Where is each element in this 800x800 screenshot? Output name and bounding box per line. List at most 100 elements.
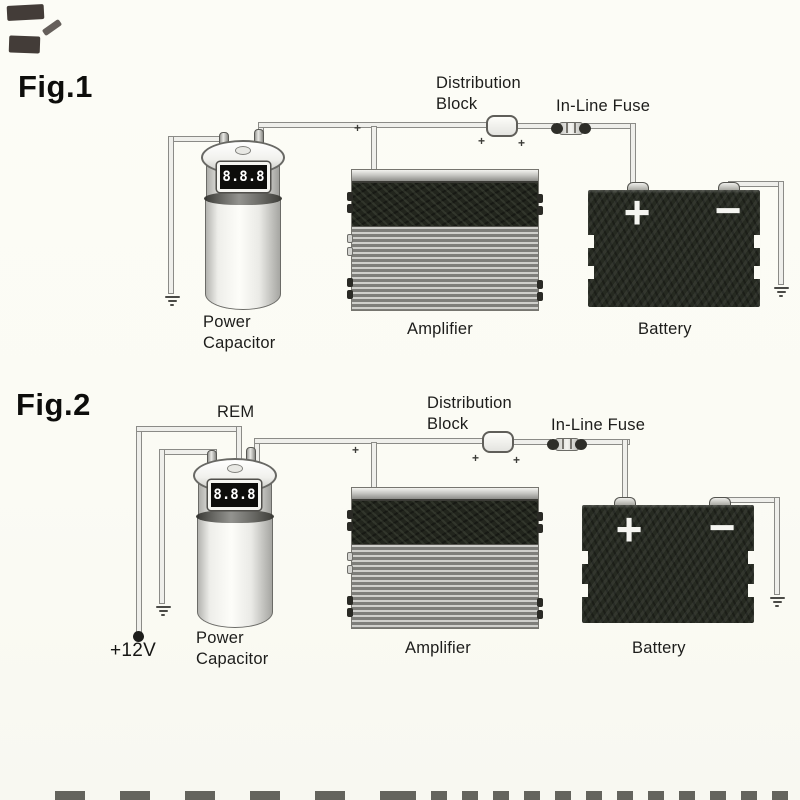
fig2-amplifier-label: Amplifier — [405, 639, 471, 657]
fuse-end-cap — [579, 123, 591, 134]
amp-connector-tab — [347, 565, 353, 574]
battery-notch — [581, 584, 588, 597]
battery-notch — [754, 235, 761, 248]
fig1-junction-polarity-mark: + — [354, 121, 362, 135]
fig2-battery-plus-symbol: + — [615, 503, 643, 555]
fig2-battery-positive-post — [614, 497, 636, 507]
fig2-capacitor-voltage-display: 8.8.8 — [208, 480, 261, 510]
fuse-tick — [566, 123, 568, 133]
fig1-inline-fuse — [551, 121, 591, 136]
amp-connector-tab — [537, 598, 543, 607]
fig1-battery — [587, 190, 761, 307]
amp-connector-tab — [347, 278, 353, 287]
fig2-amplifier-dark-panel — [352, 501, 538, 544]
figure1-title: Fig.1 — [18, 69, 93, 104]
fig1-distribution-block-label: Distribution Block — [436, 74, 521, 113]
fig1-battery-plus-symbol: + — [623, 186, 651, 238]
amp-connector-tab — [537, 512, 543, 521]
fig2-supply-terminal-dot — [133, 631, 144, 642]
battery-notch — [754, 266, 761, 279]
fig2-power-capacitor-label: Power Capacitor — [196, 629, 269, 668]
fig1-battery-negative-post — [718, 182, 740, 192]
fig2-capacitor-ground-wire-vertical — [159, 449, 165, 604]
fig1-amplifier-top-panel — [352, 170, 538, 183]
amp-connector-tab — [347, 596, 353, 605]
fig1-battery-minus-symbol: − — [714, 184, 742, 236]
fig1-power-capacitor-label: Power Capacitor — [203, 313, 276, 352]
fig2-supply-wire-vertical — [136, 426, 142, 634]
figure2-title: Fig.2 — [16, 387, 91, 422]
fuse-end-cap — [547, 439, 559, 450]
amp-connector-tab — [347, 608, 353, 617]
fig2-junction-polarity-mark: + — [352, 443, 360, 457]
fuse-end-cap — [551, 123, 563, 134]
fuse-end-cap — [575, 439, 587, 450]
fig1-capacitor-lid-vent — [235, 146, 251, 155]
fig1-capacitor-voltage-display: 8.8.8 — [217, 162, 270, 192]
fig1-capacitor-ground-wire-vertical — [168, 136, 174, 294]
fuse-tick — [570, 439, 572, 449]
fig2-capacitor-ground-symbol — [154, 606, 172, 618]
fig2-battery-ground-symbol — [768, 597, 786, 609]
fig2-distribution-block — [482, 431, 514, 453]
fig2-inline-fuse-label: In-Line Fuse — [551, 416, 646, 434]
fig1-block-polarity-left: + — [478, 134, 486, 148]
fig2-inline-fuse — [547, 437, 587, 452]
cropped-text-band-right — [400, 791, 800, 800]
amp-connector-tab — [347, 247, 353, 256]
amp-connector-tab — [537, 292, 543, 301]
fig1-amplifier-label: Amplifier — [407, 320, 473, 338]
fig1-block-to-fuse-wire — [515, 123, 555, 129]
fig1-fuse-to-battery-wire-vertical — [630, 123, 636, 185]
battery-notch — [748, 551, 755, 564]
fig1-amplifier-feed-wire — [371, 126, 377, 172]
fig2-battery-negative-wire-vertical — [774, 497, 780, 595]
fig2-block-to-fuse-wire — [511, 439, 551, 445]
fig1-battery-positive-post — [627, 182, 649, 192]
fig2-capacitor-lid-vent — [227, 464, 243, 473]
fig2-rem-wire-vertical — [236, 426, 242, 462]
scan-artifact-top-left-2 — [8, 35, 41, 54]
amp-connector-tab — [347, 204, 353, 213]
fig1-capacitor-ground-wire-horizontal — [168, 136, 224, 142]
amp-connector-tab — [347, 510, 353, 519]
fig2-fuse-to-battery-wire-vertical — [622, 439, 628, 501]
amp-connector-tab — [537, 206, 543, 215]
scan-artifact-top-left-1 — [6, 4, 45, 21]
fig2-rem-label: REM — [217, 403, 255, 421]
fig2-battery-negative-post — [709, 497, 731, 507]
fig2-battery-minus-symbol: − — [708, 501, 736, 553]
fig2-capacitor-body — [197, 516, 273, 628]
fig2-amplifier-top-panel — [352, 488, 538, 501]
fig1-capacitor-body — [205, 198, 281, 310]
fig2-distribution-block-label: Distribution Block — [427, 394, 512, 433]
amp-connector-tab — [347, 192, 353, 201]
amp-connector-tab — [347, 522, 353, 531]
battery-notch — [587, 235, 594, 248]
fig2-supply-label: +12V — [110, 640, 157, 661]
fig2-battery — [581, 505, 755, 623]
fig1-amplifier — [347, 170, 543, 310]
amp-connector-tab — [537, 524, 543, 533]
amp-connector-tab — [537, 610, 543, 619]
fuse-tick — [574, 123, 576, 133]
scan-artifact-top-left-3 — [41, 18, 63, 37]
fig2-amplifier-feed-wire — [371, 442, 377, 490]
fig1-amplifier-heatsink-fins — [352, 226, 538, 310]
fig2-supply-wire-horizontal — [136, 426, 242, 432]
fig2-capacitor-shadow-band — [196, 510, 274, 523]
amp-connector-tab — [537, 194, 543, 203]
amp-connector-tab — [347, 234, 353, 243]
fig1-battery-ground-symbol — [772, 287, 790, 299]
cropped-text-band-left — [55, 791, 400, 800]
fig1-distribution-block — [486, 115, 518, 137]
fig1-capacitor-ground-symbol — [163, 296, 181, 308]
fig1-battery-negative-wire-vertical — [778, 181, 784, 285]
fig2-block-polarity-left: + — [472, 451, 480, 465]
fig1-fuse-to-battery-wire-horizontal — [586, 123, 636, 129]
battery-notch — [748, 584, 755, 597]
fig2-amplifier — [347, 488, 543, 628]
amp-connector-tab — [347, 290, 353, 299]
fuse-tick — [562, 439, 564, 449]
